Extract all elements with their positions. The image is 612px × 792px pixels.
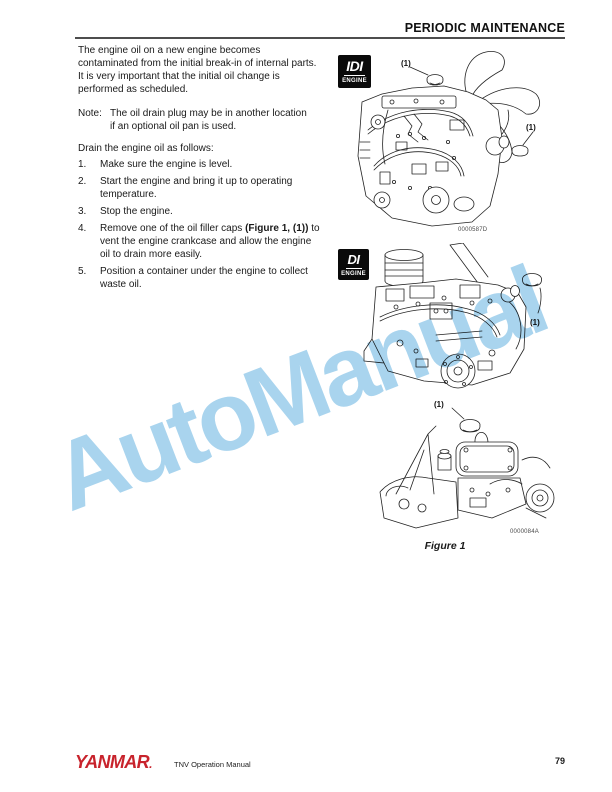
note-label: Note: <box>78 108 102 119</box>
figure-code-bottom: 0000084A <box>510 529 539 535</box>
step-text-figure-ref: (Figure 1, (1)) <box>245 223 309 234</box>
di-engine-figure: (1) <box>363 243 542 389</box>
di-badge-sublabel: ENGINE <box>341 270 366 277</box>
callout-leader-line <box>522 131 534 146</box>
callout-label-1: (1) <box>434 400 444 409</box>
callout-leader-line <box>409 66 429 76</box>
callout-label-1: (1) <box>526 123 536 132</box>
di-badge-label: DI <box>345 251 362 269</box>
idi-badge-label: IDI <box>344 57 365 76</box>
callout-leader-line <box>451 407 465 420</box>
step-text-pre: Remove one of the oil filler caps <box>100 223 246 234</box>
step-text: Stop the engine. <box>100 206 173 217</box>
list-item: 5. Position a container under the engine… <box>78 265 320 291</box>
intro-paragraph: The engine oil on a new engine becomes c… <box>78 45 317 95</box>
footer-manual-title: TNV Operation Manual <box>174 760 251 769</box>
figure-caption: Figure 1 <box>424 540 466 552</box>
di-engine-badge: DI ENGINE <box>338 249 369 280</box>
body-text-column: The engine oil on a new engine becomes c… <box>78 44 320 295</box>
step-text: Start the engine and bring it up to oper… <box>100 176 293 200</box>
callout-leader-line <box>537 287 542 314</box>
step-text: Make sure the engine is level. <box>100 159 233 170</box>
idi-engine-figure: (1) (1) <box>357 51 540 227</box>
step-text-post: to vent the engine crankcase and allow t… <box>100 223 320 260</box>
note-text: The oil drain plug may be in another loc… <box>110 108 307 132</box>
header-divider <box>75 37 565 39</box>
callout-label-1: (1) <box>530 318 540 327</box>
list-item: 3. Stop the engine. <box>78 205 320 218</box>
step-number: 4. <box>78 223 87 234</box>
list-item: 1. Make sure the engine is level. <box>78 158 320 171</box>
note-block: Note: The oil drain plug may be in anoth… <box>78 107 320 133</box>
callout-label-1: (1) <box>401 59 411 68</box>
page-title: PERIODIC MAINTENANCE <box>404 21 565 35</box>
figure-code-top: 0000587D <box>458 227 488 233</box>
step-number: 2. <box>78 176 87 187</box>
idi-badge-sublabel: ENGINE <box>342 77 367 84</box>
page-number: 79 <box>554 756 565 766</box>
yanmar-logo: YANMAR. <box>75 752 152 773</box>
step-number: 3. <box>78 206 87 217</box>
step-number: 5. <box>78 266 87 277</box>
step-text: Remove one of the oil filler caps (Figur… <box>100 222 320 261</box>
drain-intro: Drain the engine oil as follows: <box>78 143 214 154</box>
list-item: 2. Start the engine and bring it up to o… <box>78 175 320 201</box>
yanmar-logo-text: YANMAR <box>75 752 150 772</box>
step-text: Position a container under the engine to… <box>100 266 308 290</box>
bottom-engine-figure: (1) <box>379 400 555 529</box>
list-item: 4. Remove one of the oil filler caps (Fi… <box>78 222 320 261</box>
yanmar-logo-dot: . <box>149 757 152 771</box>
step-list: 1. Make sure the engine is level. 2. Sta… <box>78 158 320 291</box>
step-number: 1. <box>78 159 87 170</box>
idi-engine-badge: IDI ENGINE <box>338 55 371 88</box>
